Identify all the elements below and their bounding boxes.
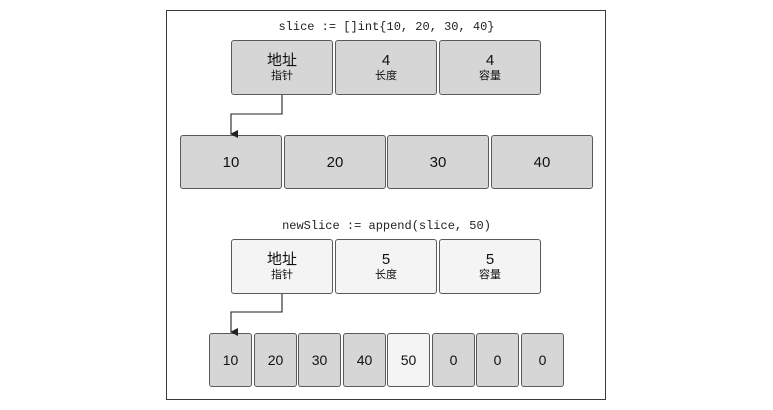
append-call-code: newSlice := append(slice, 50) — [282, 219, 491, 233]
pointer-sublabel: 指针 — [271, 269, 293, 281]
pointer-label: 地址 — [266, 251, 297, 268]
slice-header-capacity: 4 容量 — [439, 40, 541, 95]
capacity-label: 容量 — [479, 269, 501, 281]
capacity-value: 5 — [485, 251, 495, 268]
new-array-cell: 30 — [298, 333, 341, 387]
new-array-cell: 0 — [476, 333, 519, 387]
new-slice-header-length: 5 长度 — [335, 239, 437, 294]
array-cell: 40 — [491, 135, 593, 189]
new-array-cell: 40 — [343, 333, 386, 387]
capacity-label: 容量 — [479, 70, 501, 82]
slice-header-length: 4 长度 — [335, 40, 437, 95]
new-array-cell-appended: 50 — [387, 333, 430, 387]
capacity-value: 4 — [485, 52, 495, 69]
array-cell: 20 — [284, 135, 386, 189]
new-array-cell: 20 — [254, 333, 297, 387]
new-array-cell: 0 — [432, 333, 475, 387]
length-label: 长度 — [375, 70, 397, 82]
pointer-label: 地址 — [266, 52, 297, 69]
new-slice-header-pointer: 地址 指针 — [231, 239, 333, 294]
slice-header-pointer: 地址 指针 — [231, 40, 333, 95]
top-pointer-arrow — [230, 95, 283, 138]
bottom-pointer-arrow — [230, 294, 283, 336]
length-value: 4 — [381, 52, 391, 69]
slice-declaration-code: slice := []int{10, 20, 30, 40} — [278, 20, 495, 34]
length-value: 5 — [381, 251, 391, 268]
array-cell: 30 — [387, 135, 489, 189]
new-slice-header-capacity: 5 容量 — [439, 239, 541, 294]
new-array-cell: 0 — [521, 333, 564, 387]
pointer-sublabel: 指针 — [271, 70, 293, 82]
length-label: 长度 — [375, 269, 397, 281]
